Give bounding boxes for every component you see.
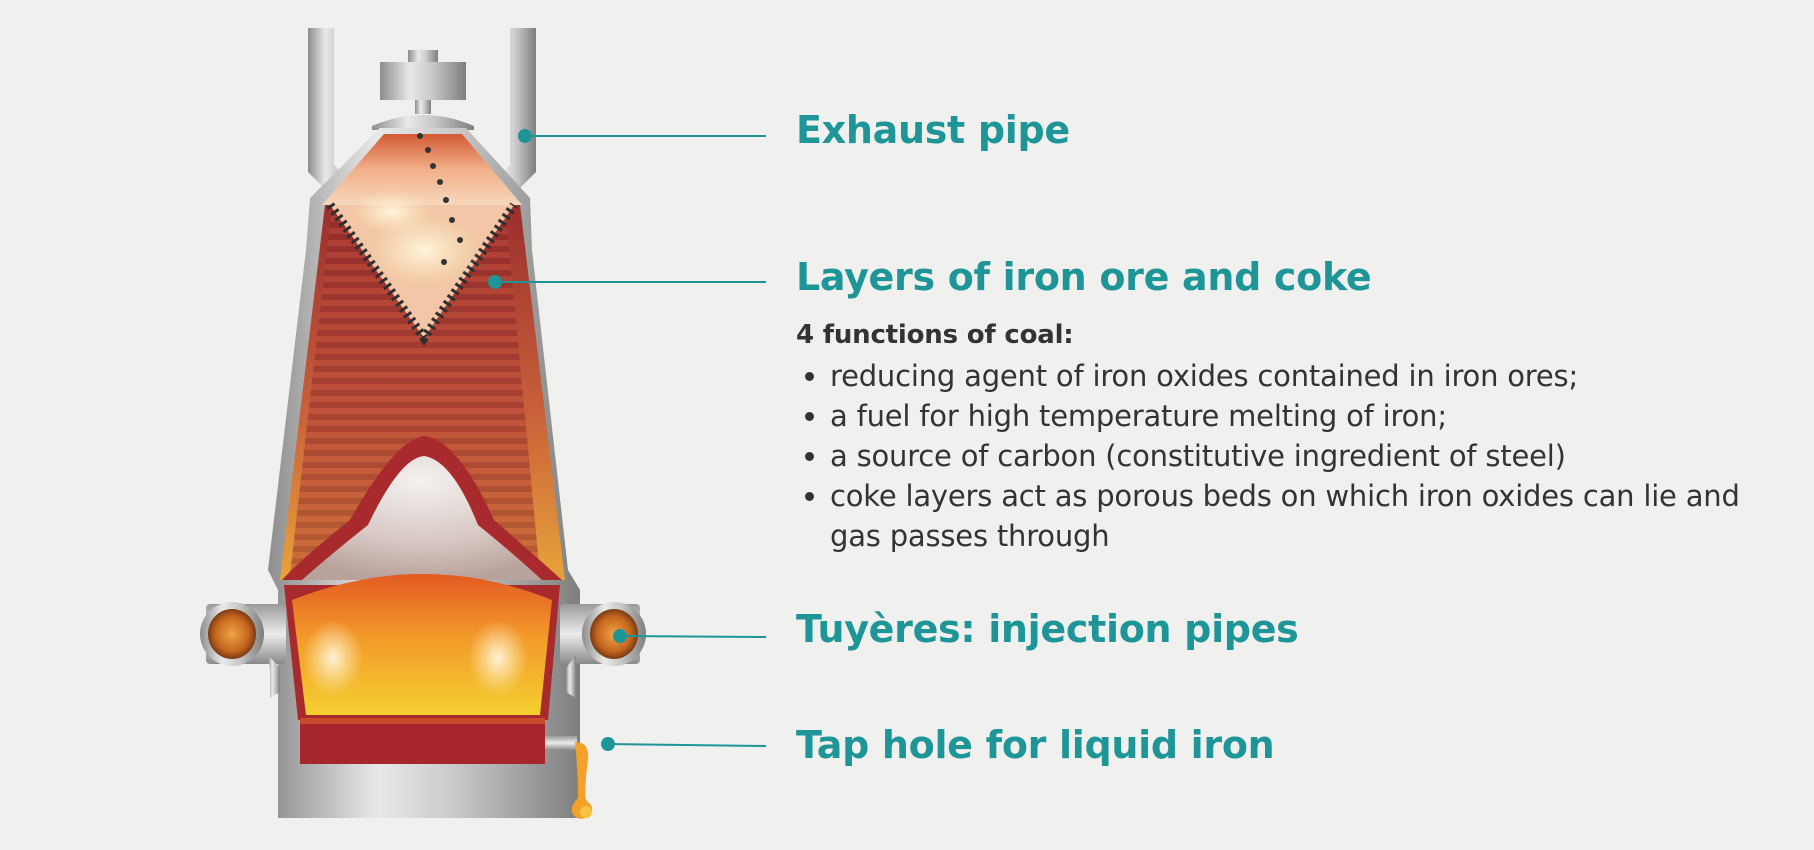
label-exhaust-pipe: Exhaust pipe bbox=[796, 108, 1070, 152]
coal-function-item: a source of carbon (constitutive ingredi… bbox=[830, 436, 1756, 476]
hearth bbox=[300, 718, 545, 764]
tuyere-left bbox=[200, 602, 286, 698]
coal-function-item: a fuel for high temperature melting of i… bbox=[830, 396, 1756, 436]
coal-function-item: reducing agent of iron oxides contained … bbox=[830, 356, 1756, 396]
coal-function-item: coke layers act as porous beds on which … bbox=[830, 476, 1756, 556]
label-ore-coke-layers: Layers of iron ore and coke bbox=[796, 255, 1372, 299]
coal-functions-block: 4 functions of coal: reducing agent of i… bbox=[796, 320, 1756, 556]
tuyere-right bbox=[560, 602, 646, 698]
label-tap-hole: Tap hole for liquid iron bbox=[796, 723, 1275, 767]
tap-hole bbox=[545, 736, 593, 819]
melting-zone bbox=[284, 574, 560, 720]
leader-lines bbox=[488, 129, 767, 751]
coal-functions-list: reducing agent of iron oxides contained … bbox=[796, 356, 1756, 556]
exhaust-pipes bbox=[308, 28, 536, 204]
label-tuyeres: Tuyères: injection pipes bbox=[796, 607, 1299, 651]
coal-functions-title: 4 functions of coal: bbox=[796, 320, 1074, 350]
ore-coke-layers bbox=[280, 133, 565, 580]
furnace-top-cap bbox=[372, 50, 474, 130]
